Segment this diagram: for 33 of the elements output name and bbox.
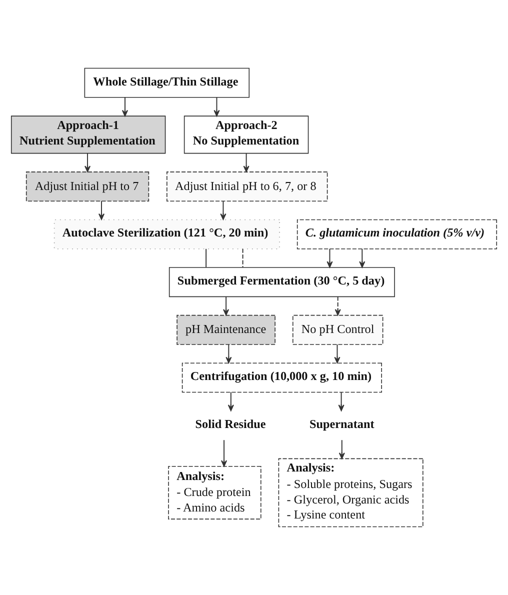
connector xyxy=(242,248,244,268)
arrow xyxy=(223,296,230,316)
arrow xyxy=(220,200,226,220)
arrow xyxy=(334,344,340,364)
arrow xyxy=(214,97,220,116)
arrow xyxy=(220,440,228,467)
arrow xyxy=(84,152,91,172)
arrow xyxy=(334,296,341,316)
arrow xyxy=(122,97,128,116)
arrow xyxy=(338,440,345,460)
node-box: Submerged Fermentation (30 °C, 5 day) xyxy=(168,267,395,298)
node-box: Adjust Initial pH to 6, 7, or 8 xyxy=(166,172,328,202)
node-box: pH Maintenance xyxy=(176,314,276,345)
node-box: Approach-1 Nutrient Supplementation xyxy=(10,116,166,154)
node-text: Solid Residue xyxy=(195,416,266,431)
node-box: No pH Control xyxy=(292,314,384,345)
node-box: Analysis: - Crude protein - Amino acids xyxy=(168,466,262,520)
node-box: Approach-2 No Supplementation xyxy=(184,116,309,154)
node-box: C. glutamicum inoculation (5% v/v) xyxy=(296,219,498,250)
arrow xyxy=(326,248,333,268)
arrow xyxy=(228,392,234,412)
arrow xyxy=(243,152,250,172)
node-box: Centrifugation (10,000 x g, 10 min) xyxy=(182,362,382,393)
node-box: Adjust Initial pH to 7 xyxy=(26,172,150,202)
connector xyxy=(206,248,207,268)
node-box: Autoclave Sterilization (121 °C, 20 min) xyxy=(54,219,280,250)
arrow xyxy=(359,248,366,268)
node-box: Whole Stillage/Thin Stillage xyxy=(84,68,250,98)
node-text: Supernatant xyxy=(309,416,374,431)
arrow xyxy=(338,392,344,412)
node-box: Analysis: - Soluble proteins, Sugars - Glycerol, Organic acids - Lysine content xyxy=(278,458,424,528)
arrow xyxy=(98,200,105,220)
arrow xyxy=(226,344,232,364)
